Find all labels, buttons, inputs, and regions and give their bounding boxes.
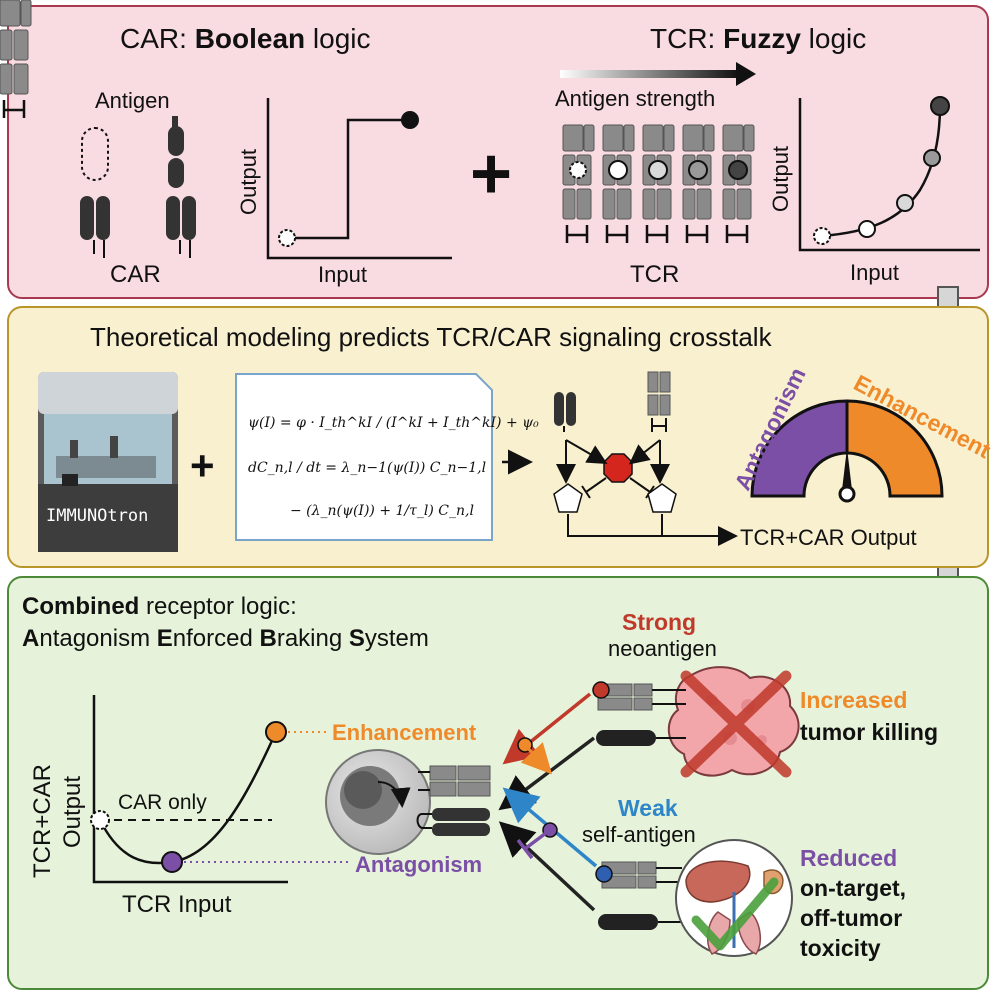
combined-logic-plot: TCR+CAR Output TCR Input CAR only (29, 695, 352, 918)
strong-label: Strong (622, 609, 696, 635)
tcr-label: TCR (630, 261, 679, 288)
panel-modeling: Theoretical modeling predicts TCR/CAR si… (7, 306, 995, 568)
antigen-label: Antigen (95, 88, 170, 113)
car-only-label: CAR only (118, 791, 207, 814)
equation-dc-dt: dC_n,l / dt = λ_n−1(ψ(I)) C_n−1,l (248, 460, 486, 476)
fuzzy-output-axis-label: Output (768, 146, 793, 212)
stop-node-icon (603, 453, 633, 483)
healthy-tissue-icon (675, 839, 793, 957)
increased-label: Increased (800, 687, 907, 713)
antigen-dot-weak (608, 160, 628, 180)
weak-antigen-dot (595, 865, 613, 883)
fuzzy-input-axis-label: Input (850, 260, 899, 285)
immunotron-robot-icon (38, 372, 178, 552)
tcr-receptor-icon (647, 371, 671, 432)
panel3-title-line2: Antagonism Enforced Braking System (22, 625, 429, 652)
antagonism-point (161, 851, 183, 873)
equation-psi: ψ(I) = φ · I_th^kI / (I^kI + I_th^kI) + … (248, 415, 539, 431)
fuzzy-point-none (813, 227, 831, 245)
equations-card (235, 373, 493, 541)
enhancement-point (265, 721, 287, 743)
crosstalk-gauge (750, 399, 944, 503)
tcr-fuzzy-title: TCR: Fuzzy logic (650, 23, 866, 54)
gauge-antagonism-sector (750, 399, 849, 498)
kill-cross-icon (680, 670, 792, 778)
car-receptor-bound-icon (166, 196, 196, 258)
car-on-cell-icon (416, 808, 490, 836)
pentagon-node-icon (553, 483, 583, 513)
plot-x-label: TCR Input (122, 891, 232, 918)
immunotron-label: IMMUNOtron (46, 506, 148, 526)
weak-label: Weak (618, 795, 678, 821)
on-target-label: on-target, (800, 875, 906, 901)
tumor-killing-label: tumor killing (800, 719, 938, 745)
off-tumor-label: off-tumor (800, 905, 902, 931)
bound-antigen-icon (168, 116, 184, 188)
signaling-network-diagram (553, 371, 738, 546)
fuzzy-plot: Output Input (768, 96, 980, 285)
antagonism-label: Antagonism (355, 852, 482, 877)
car-label: CAR (110, 261, 161, 288)
fuzzy-point-strong (930, 96, 950, 116)
enhancement-label: Enhancement (332, 720, 477, 745)
enhancement-arrow (520, 742, 553, 775)
liver-icon (685, 860, 751, 903)
pentagon-node-icon (647, 483, 677, 513)
t-cell-icon (325, 749, 431, 855)
boolean-low-point (278, 229, 296, 247)
tcr-on-cell-icon (418, 765, 491, 797)
plot-y-label-line2: Output (59, 776, 86, 848)
panel2-plus-sign: + (190, 442, 215, 489)
boolean-step-curve (290, 118, 408, 240)
panel3-title-line1: Combined receptor logic: (22, 593, 297, 620)
boolean-plot: Output Input (236, 98, 452, 287)
gauge-enhancement-sector (845, 399, 944, 498)
plot-y-label-line1: TCR+CAR (29, 764, 56, 878)
antigen-strength-arrow (560, 62, 756, 86)
reduced-label: Reduced (800, 845, 897, 871)
panel1-plus-sign: + (470, 134, 512, 214)
panel-boolean-fuzzy: CAR: Boolean logic TCR: Fuzzy logic Anti… (0, 0, 989, 299)
fuzzy-point-weak (858, 220, 876, 238)
car-only-point (90, 810, 110, 830)
fuzzy-point-medium (923, 149, 941, 167)
antigen-strength-label: Antigen strength (555, 86, 715, 111)
equation-dc-dt-continued: − (λ_n(ψ(I)) + 1/τ_l) C_n,l (290, 503, 474, 519)
antigen-dot-medium (688, 160, 708, 180)
car-receptor-icon (554, 392, 576, 432)
strong-antigen-dot (592, 681, 610, 699)
panel2-title: Theoretical modeling predicts TCR/CAR si… (90, 322, 773, 352)
car-receptor-icon (80, 196, 110, 258)
checkmark-icon (691, 877, 779, 951)
antigen-dot-mild (648, 160, 668, 180)
toxicity-label: toxicity (800, 935, 881, 961)
tcr-receptor-icon (0, 0, 32, 118)
tcr-car-output-label: TCR+CAR Output (740, 525, 917, 550)
boolean-input-axis-label: Input (318, 262, 367, 287)
panel-combined-logic: Combined receptor logic: Antagonism Enfo… (7, 576, 989, 990)
boolean-high-point (401, 111, 419, 129)
boolean-output-axis-label: Output (236, 149, 261, 215)
tumor-car-target-icon (596, 730, 686, 746)
tumor-pmhc-icon (592, 681, 686, 711)
antigen-dot-strong (728, 160, 748, 180)
antagonism-inhibition-bar (516, 828, 552, 860)
fuzzy-point-mild (896, 194, 914, 212)
antigen-dot-none (569, 161, 587, 179)
absent-antigen-icon (81, 127, 109, 181)
car-boolean-title: CAR: Boolean logic (120, 23, 371, 54)
tcr-receptor-array (0, 0, 756, 245)
neoantigen-label: neoantigen (608, 636, 717, 661)
gauge-needle (842, 448, 852, 490)
self-antigen-label: self-antigen (582, 822, 696, 847)
